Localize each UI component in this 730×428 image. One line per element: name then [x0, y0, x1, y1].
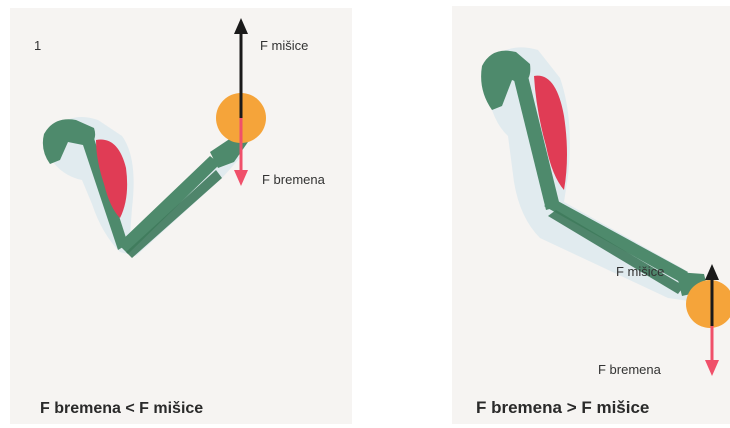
panel-caption: F bremena < F mišice — [40, 400, 203, 418]
panel-arm-flexed: 1 F mišice F bremena F bremena < F mišic… — [10, 8, 352, 424]
load-force-arrowhead — [705, 360, 719, 376]
load-force-label: F bremena — [598, 362, 661, 377]
arm-illustration-2 — [452, 6, 730, 424]
muscle-force-arrowhead — [234, 18, 248, 34]
muscle-force-label: F mišice — [260, 38, 308, 53]
panel-caption: F bremena > F mišice — [476, 398, 649, 418]
load-force-arrowhead — [234, 170, 248, 186]
arm-illustration-1 — [10, 8, 352, 424]
forearm-bone-ulna — [126, 170, 222, 258]
load-force-label: F bremena — [262, 172, 325, 187]
muscle-force-label: F mišice — [616, 264, 664, 279]
forearm-bone-ulna — [548, 210, 684, 294]
muscle-force-arrowhead — [705, 264, 719, 280]
panel-arm-extended: F mišice F bremena F bremena > F mišice — [452, 6, 730, 424]
forearm-bone-radius — [118, 156, 220, 254]
panel-number: 1 — [34, 38, 41, 53]
